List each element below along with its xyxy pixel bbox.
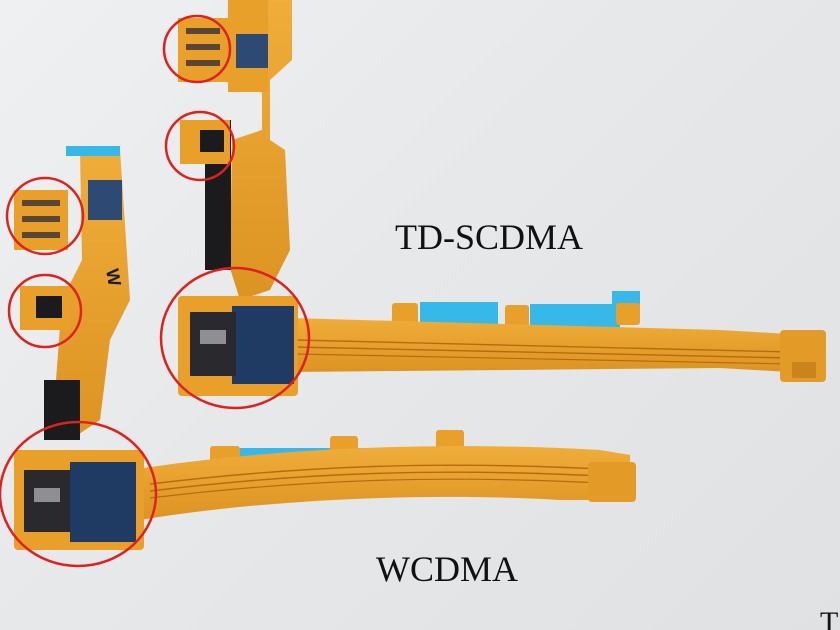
td-tab-1	[392, 303, 418, 325]
wc-black-strip	[44, 380, 80, 440]
td-scdma-flex-cable	[178, 0, 826, 396]
wc-ribbon	[130, 446, 630, 520]
highlight-circle-3	[5, 176, 85, 256]
wc-vertical-riser	[56, 150, 130, 440]
wc-navy-board	[70, 462, 136, 542]
td-navy-board	[232, 306, 294, 384]
td-top-chip	[236, 34, 268, 68]
wcdma-label: WCDMA	[376, 549, 518, 589]
highlight-circle-5	[159, 266, 311, 410]
corner-t-label: T	[820, 606, 839, 630]
wc-top-chip	[88, 180, 122, 220]
wc-tab-3	[436, 430, 464, 450]
highlight-circle-4	[7, 273, 83, 349]
highlight-circle-1	[162, 14, 232, 84]
td-ribbon	[290, 318, 790, 372]
td-blue-tape-2	[530, 304, 620, 328]
highlight-circle-2	[164, 110, 236, 182]
highlight-circle-6	[0, 420, 158, 568]
wc-end-connector	[588, 462, 636, 502]
td-blue-tape-3	[612, 291, 640, 305]
td-vertical-riser	[230, 0, 292, 300]
highlight-circles	[0, 14, 311, 568]
td-tab-2	[505, 305, 529, 327]
wcdma-flex-cable: W	[14, 146, 636, 550]
td-tab-3	[616, 303, 640, 325]
w-marking: W	[102, 267, 125, 287]
td-scdma-label: TD-SCDMA	[395, 217, 584, 257]
